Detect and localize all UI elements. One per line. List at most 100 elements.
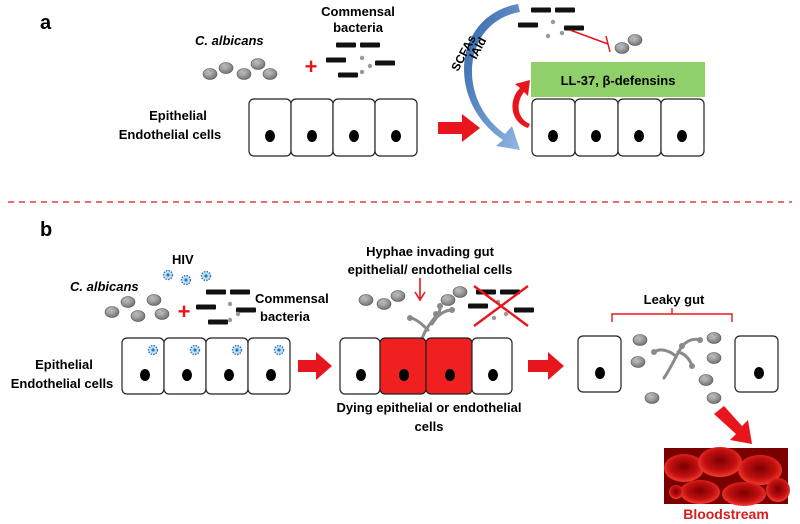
yeast-cell-icon (630, 356, 646, 368)
cell-nucleus-icon (356, 369, 366, 381)
panel-b-yeast-cluster (104, 294, 170, 322)
panel-b-cell-layer-infected (121, 337, 291, 395)
cell-nucleus-icon (265, 130, 275, 142)
panel-a-bacteria-cluster (326, 42, 395, 78)
bacteria-rod-icon (326, 57, 346, 63)
panel-b-middle-yeast (358, 286, 468, 310)
panel-b-bacteria-label-2: bacteria (260, 309, 311, 324)
panel-b-cells-label-1: Epithelial (35, 357, 93, 372)
panel-a-small-red-arrow (512, 80, 530, 128)
blood-cells-icon (664, 447, 790, 506)
panel-a-inhibited-yeast (614, 34, 643, 54)
yeast-cell-icon (706, 332, 722, 344)
yeast-cell-icon (706, 392, 722, 404)
bacteria-rod-icon (514, 307, 534, 313)
panel-a-bacteria-label-1: Commensal (321, 4, 395, 19)
bacteria-rod-icon (196, 304, 216, 310)
panel-a-cell-layer-right (531, 98, 705, 157)
hyphae-pointer-arrow (414, 278, 426, 302)
cell-nucleus-icon (488, 369, 498, 381)
yeast-cell-icon (440, 294, 456, 306)
bacteria-rod-icon (555, 7, 575, 13)
yeast-cell-icon (627, 34, 643, 46)
hiv-virion-icon (273, 344, 285, 356)
bacteria-rod-icon (360, 42, 380, 48)
panel-b-cell-layer-dying (339, 337, 513, 395)
yeast-cell-icon (376, 298, 392, 310)
leaky-gut-label: Leaky gut (644, 292, 705, 307)
cell-nucleus-icon (754, 367, 764, 379)
dying-cells-label-1: Dying epithelial or endothelial (337, 400, 522, 415)
hiv-virion-icon (231, 344, 243, 356)
yeast-cell-icon (390, 290, 406, 302)
panel-a-yeast-cluster (202, 58, 278, 80)
yeast-cell-icon (250, 58, 266, 70)
yeast-cell-icon (104, 306, 120, 318)
yeast-cell-icon (236, 68, 252, 80)
panel-b-leaky-cells (577, 335, 779, 393)
cell-nucleus-icon (391, 130, 401, 142)
bacteria-rod-icon (338, 72, 358, 78)
cell-nucleus-icon (548, 130, 558, 142)
bloodstream-arrow (714, 406, 752, 444)
panel-b-cells-label-2: Endothelial cells (11, 376, 114, 391)
yeast-cell-icon (452, 286, 468, 298)
bacteria-rod-icon (236, 307, 256, 313)
leaky-gut-bracket (611, 308, 733, 322)
bacteria-rod-icon (230, 289, 250, 295)
panel-b-escaping-yeast (630, 332, 722, 404)
dying-cells-label-2: cells (415, 419, 444, 434)
cell-nucleus-icon (591, 130, 601, 142)
yeast-cell-icon (146, 294, 162, 306)
cell-nucleus-icon (677, 130, 687, 142)
yeast-cell-icon (202, 68, 218, 80)
bacteria-rod-icon (208, 319, 228, 325)
panel-b-plus-sign: + (178, 299, 191, 324)
panel-a-red-arrow (438, 114, 480, 142)
panel-b-crossed-bacteria (468, 285, 534, 327)
hiv-virion-icon (162, 269, 174, 281)
cell-nucleus-icon (595, 367, 605, 379)
panel-a-cells-label-2: Endothelial cells (119, 127, 222, 142)
cell-nucleus-icon (182, 369, 192, 381)
panel-a-label: a (40, 12, 52, 34)
yeast-cell-icon (644, 392, 660, 404)
bacteria-rod-icon (518, 22, 538, 28)
cross-mark-icon (473, 285, 529, 327)
panel-b-label: b (40, 219, 52, 241)
yeast-cell-icon (614, 42, 630, 54)
peptides-box (531, 62, 705, 97)
cell-nucleus-icon (445, 369, 455, 381)
panel-b-virus-label: HIV (172, 252, 194, 267)
bacteria-rod-icon (564, 25, 584, 31)
panel-b-red-arrow-2 (528, 352, 564, 380)
bacteria-rod-icon (206, 289, 226, 295)
panel-a-bacteria-label-2: bacteria (333, 20, 384, 35)
cell-nucleus-icon (224, 369, 234, 381)
yeast-cell-icon (218, 62, 234, 74)
yeast-cell-icon (358, 294, 374, 306)
panel-a-blue-curved-arrow (464, 4, 520, 150)
panel-b-red-arrow-1 (298, 352, 332, 380)
yeast-cell-icon (262, 68, 278, 80)
panel-a-plus-sign: + (305, 54, 318, 79)
bacteria-rod-icon (336, 42, 356, 48)
yeast-cell-icon (706, 352, 722, 364)
cell-nucleus-icon (140, 369, 150, 381)
bacteria-rod-icon (375, 60, 395, 66)
hiv-virion-icon (180, 274, 192, 286)
hiv-virion-icon (147, 344, 159, 356)
panel-a-inhibition-mark (569, 29, 611, 53)
hiv-virion-icon (200, 270, 212, 282)
panel-b-bacteria-label-1: Commensal (255, 291, 329, 306)
panel-a-cells-label-1: Epithelial (149, 108, 207, 123)
cell-nucleus-icon (307, 130, 317, 142)
yeast-cell-icon (698, 374, 714, 386)
yeast-cell-icon (130, 310, 146, 322)
yeast-cell-icon (632, 334, 648, 346)
yeast-cell-icon (154, 308, 170, 320)
panel-b-species-label: C. albicans (70, 279, 139, 294)
hyphae-label-1: Hyphae invading gut (366, 244, 495, 259)
hiv-virion-icon (189, 344, 201, 356)
